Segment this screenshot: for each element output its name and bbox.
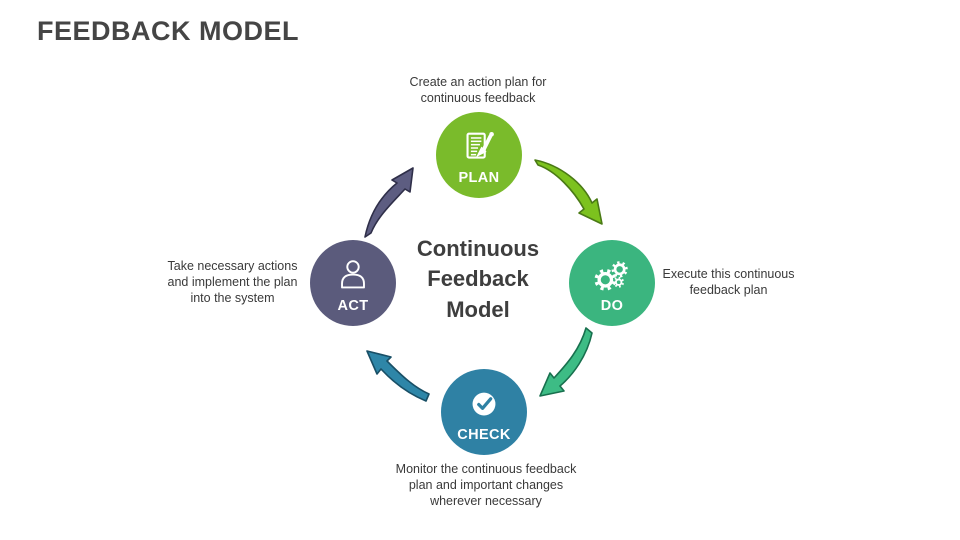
node-check: CHECK: [441, 369, 527, 455]
center-title: Continuous Feedback Model: [416, 236, 540, 322]
caption-act: Take necessary actions and implement the…: [167, 259, 298, 305]
node-do: DO: [569, 240, 655, 326]
arrow-plan-to-do: [534, 159, 603, 225]
node-act: ACT: [310, 240, 396, 326]
gears-icon: [591, 255, 633, 297]
arrow-check-to-act: [366, 350, 430, 402]
page-title: FEEDBACK MODEL: [37, 16, 299, 46]
node-plan-label: PLAN: [458, 169, 500, 186]
document-pen-icon: [458, 127, 500, 169]
person-icon: [332, 255, 374, 297]
caption-do: Execute this continuous feedback plan: [662, 267, 795, 297]
node-do-label: DO: [600, 297, 624, 314]
caption-plan: Create an action plan for continuous fee…: [409, 75, 547, 105]
arrow-do-to-check: [539, 327, 593, 397]
node-plan: PLAN: [436, 112, 522, 198]
caption-check: Monitor the continuous feedback plan and…: [395, 462, 577, 508]
arrow-act-to-plan: [364, 167, 414, 238]
checkmark-circle-icon: [463, 384, 505, 426]
node-check-label: CHECK: [457, 426, 511, 443]
node-act-label: ACT: [337, 297, 369, 314]
